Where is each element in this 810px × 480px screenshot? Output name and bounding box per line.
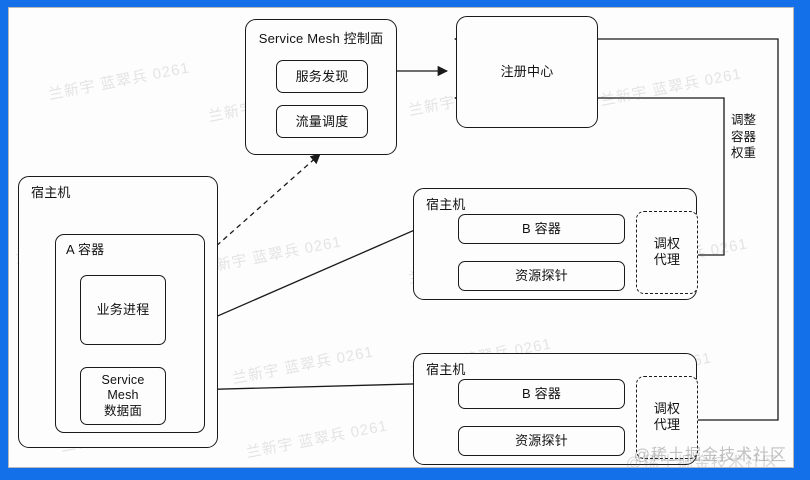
host-right-2-weight-agent[interactable]: 调权 代理 xyxy=(636,376,698,459)
service-mesh-data-plane[interactable]: Service Mesh 数据面 xyxy=(80,367,166,425)
control-plane-title: Service Mesh 控制面 xyxy=(258,31,384,46)
resource-probe-label: 资源探针 xyxy=(515,433,568,449)
host-left-title: 宿主机 xyxy=(31,185,71,200)
service-discovery-label: 服务发现 xyxy=(295,68,349,84)
host-right-2-container-b[interactable]: B 容器 xyxy=(458,379,625,409)
container-a[interactable]: A 容器 业务进程 Service Mesh 数据面 xyxy=(55,234,205,433)
host-right-1-title: 宿主机 xyxy=(426,197,466,212)
registry-center-label: 注册中心 xyxy=(500,64,554,80)
annotation-adjust-weight: 调整 容器 权重 xyxy=(731,113,757,160)
control-plane-item-service-discovery[interactable]: 服务发现 xyxy=(276,60,368,93)
resource-probe-label: 资源探针 xyxy=(515,268,568,284)
business-process-label: 业务进程 xyxy=(96,302,150,318)
weight-agent-label: 调权 代理 xyxy=(653,235,681,268)
container-b-label: B 容器 xyxy=(521,221,562,237)
host-right-1-resource-probe[interactable]: 资源探针 xyxy=(458,261,625,291)
host-left[interactable]: 宿主机 A 容器 业务进程 Service Mesh 数据面 xyxy=(18,176,218,448)
container-b-label: B 容器 xyxy=(521,386,562,402)
edge-agent2-to-registry xyxy=(453,33,779,421)
host-right-1[interactable]: 宿主机 B 容器 资源探针 调权 代理 xyxy=(413,188,698,300)
weight-agent-label: 调权 代理 xyxy=(653,400,681,433)
registry-center[interactable]: 注册中心 xyxy=(456,16,598,128)
traffic-scheduling-label: 流量调度 xyxy=(295,113,349,129)
host-right-2[interactable]: 宿主机 B 容器 资源探针 调权 代理 xyxy=(413,353,698,465)
control-plane-item-traffic-scheduling[interactable]: 流量调度 xyxy=(276,105,368,138)
host-right-2-title: 宿主机 xyxy=(426,362,466,377)
host-right-1-container-b[interactable]: B 容器 xyxy=(458,214,625,244)
service-mesh-data-plane-label: Service Mesh 数据面 xyxy=(101,373,145,418)
diagram-paper: 兰新宇 蓝翠兵 0261 兰新宇 蓝翠兵 0261 兰新宇 蓝翠兵 0261 兰… xyxy=(8,7,794,468)
business-process[interactable]: 业务进程 xyxy=(80,275,166,345)
container-a-title: A 容器 xyxy=(66,242,105,257)
service-mesh-control-plane[interactable]: Service Mesh 控制面 服务发现 流量调度 xyxy=(245,19,397,155)
host-right-2-resource-probe[interactable]: 资源探针 xyxy=(458,426,625,456)
host-right-1-weight-agent[interactable]: 调权 代理 xyxy=(636,211,698,294)
